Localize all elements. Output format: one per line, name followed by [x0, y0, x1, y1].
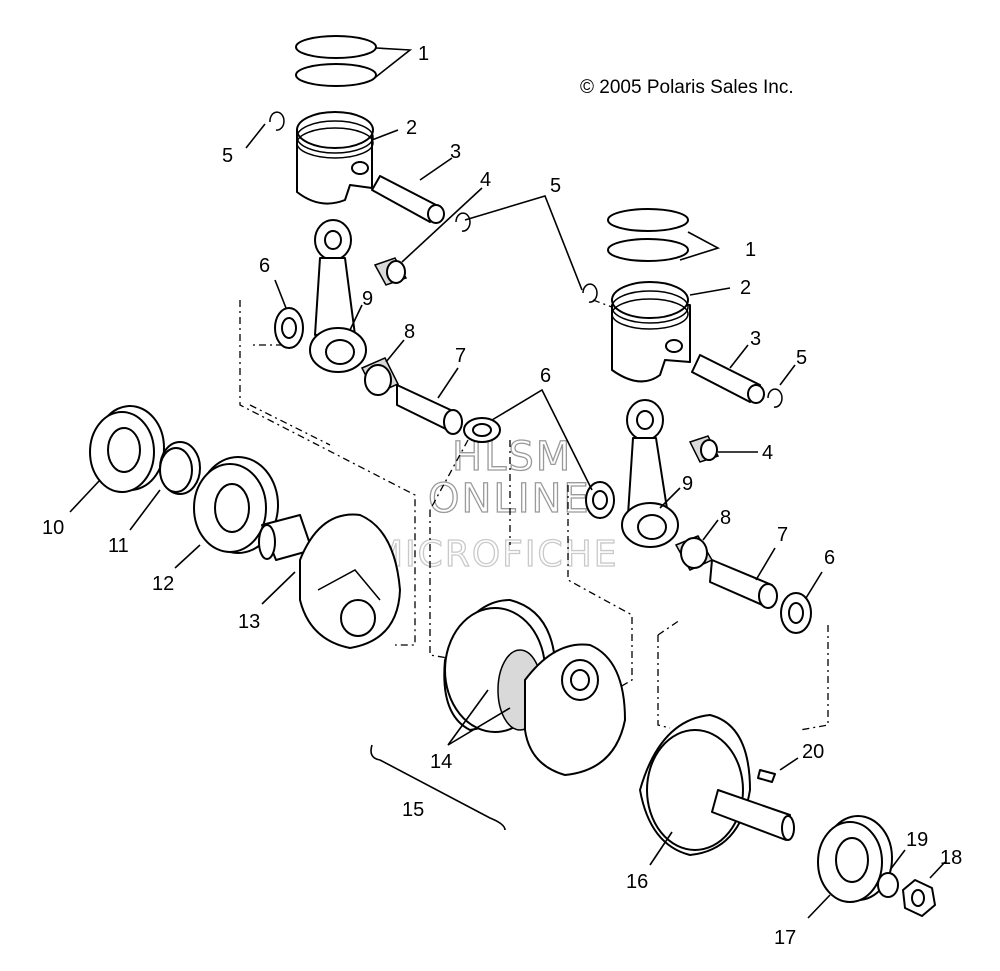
- watermark-line3: MICROFICHE: [372, 534, 618, 575]
- watermark-line2: ONLINE: [428, 476, 591, 522]
- piston-rings-left: [295, 35, 377, 87]
- piston-left: [296, 111, 374, 205]
- callout-1: 1: [745, 239, 756, 261]
- nut: [902, 879, 936, 917]
- callout-2: 2: [740, 277, 751, 299]
- callout-5: 5: [550, 175, 561, 197]
- assembly-bracket: [370, 744, 506, 831]
- main-bearing-left: [89, 405, 165, 493]
- callout-8: 8: [720, 507, 731, 529]
- seal-bearing-left: [193, 456, 279, 554]
- thrust-washer-right-upper: [585, 481, 615, 519]
- callout-10: 10: [42, 517, 64, 539]
- callout-6: 6: [259, 255, 270, 277]
- circlip-right-lower: [767, 388, 783, 408]
- piston-rings-right: [607, 208, 689, 262]
- watermark-line1: HLSM: [452, 434, 572, 480]
- woodruff-key: [757, 769, 776, 783]
- callout-6: 6: [540, 365, 551, 387]
- crank-half-left: [258, 513, 401, 649]
- callout-4: 4: [480, 169, 491, 191]
- watermark: HLSM ONLINE MICROFICHE: [371, 433, 618, 575]
- callout-3: 3: [750, 328, 761, 350]
- callout-5: 5: [222, 145, 233, 167]
- callout-3: 3: [450, 141, 461, 163]
- lock-washer: [877, 872, 899, 898]
- callout-9: 9: [682, 473, 693, 495]
- callout-11: 11: [108, 535, 129, 557]
- thrust-washer-left: [274, 307, 304, 349]
- crank-center: [443, 599, 626, 776]
- callout-12: 12: [152, 573, 174, 595]
- callout-7: 7: [777, 524, 788, 546]
- callout-14: 14: [430, 751, 452, 773]
- callout-20: 20: [802, 741, 824, 763]
- thrust-washer-center: [463, 417, 501, 443]
- piston-right: [611, 281, 691, 383]
- callout-15: 15: [402, 799, 424, 821]
- callout-1: 1: [418, 43, 429, 65]
- crank-half-right: [639, 714, 795, 856]
- callout-9: 9: [362, 288, 373, 310]
- needle-bearing-lower-left: [360, 357, 400, 396]
- callout-6: 6: [824, 547, 835, 569]
- needle-bearing-upper-left: [373, 257, 408, 286]
- callout-5: 5: [796, 347, 807, 369]
- callout-7: 7: [455, 345, 466, 367]
- spacer-ring-left: [159, 441, 201, 495]
- callout-17: 17: [774, 927, 796, 949]
- callout-4: 4: [762, 442, 773, 464]
- wrist-pin-right: [691, 354, 765, 404]
- leader-lines: [69, 47, 946, 919]
- crankpin-left: [396, 384, 463, 435]
- connecting-rod-right: [621, 399, 679, 548]
- callout-13: 13: [238, 611, 260, 633]
- main-bearing-right: [817, 815, 893, 903]
- callout-8: 8: [404, 321, 415, 343]
- circlip-center: [455, 212, 471, 232]
- callout-16: 16: [626, 871, 648, 893]
- needle-bearing-lower-right: [674, 535, 714, 571]
- circlip-right-upper: [582, 283, 598, 303]
- copyright-text: © 2005 Polaris Sales Inc.: [580, 77, 794, 98]
- thrust-washer-right-lower: [780, 592, 812, 634]
- needle-bearing-upper-right: [688, 435, 720, 463]
- callout-19: 19: [906, 829, 928, 851]
- connecting-rod-left: [309, 219, 367, 373]
- callout-18: 18: [940, 847, 962, 869]
- callout-numbers: 1 2 3 4 5 5 6 9 8 7 1 2 3 5 6 4 9 8 7 6 …: [42, 43, 962, 949]
- circlip-left-top: [269, 111, 285, 131]
- callout-2: 2: [406, 117, 417, 139]
- crankpin-right: [709, 559, 778, 609]
- wrist-pin-left: [371, 175, 445, 224]
